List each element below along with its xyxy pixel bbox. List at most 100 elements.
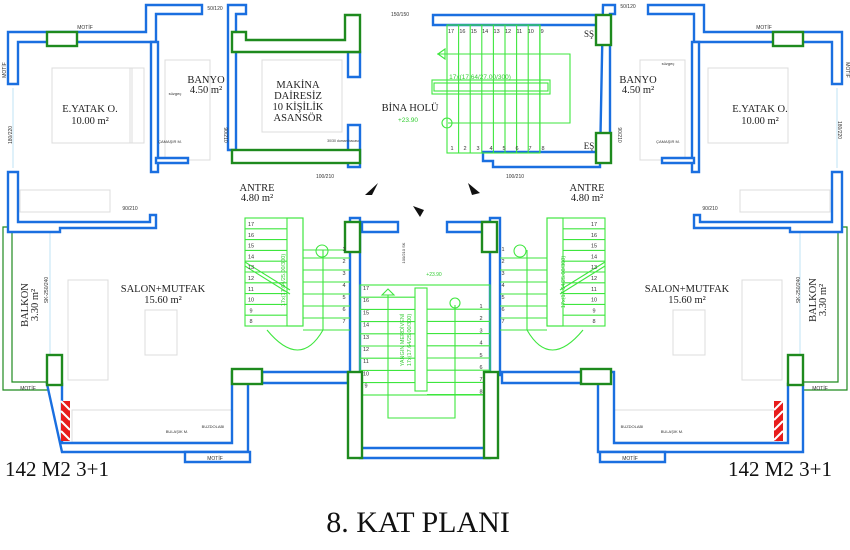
- door-label: 90/210: [222, 127, 228, 143]
- stair-step-number: 2: [463, 146, 466, 152]
- dishwasher-label: BULAŞIK M.: [166, 429, 188, 434]
- laundry-label: ÇAMAŞIR M.: [656, 139, 680, 144]
- balcony-right-area: 3.30 m²: [818, 284, 829, 316]
- unit-size-right: 142 M2 3+1: [728, 457, 832, 481]
- fire-stair-title: YANGIN MERDİVENİ: [399, 313, 406, 366]
- door-label: 90/210: [616, 127, 622, 143]
- elevator-label-4: ASANSÖR: [273, 112, 322, 124]
- stair-step-number: 9: [249, 308, 252, 314]
- sliding-door-label: SK-250/240: [796, 277, 802, 304]
- door-label: 150/150: [391, 12, 409, 18]
- entry-left-area: 4.80 m²: [241, 193, 273, 204]
- fire-hatch-right: [773, 400, 784, 441]
- bath-left-name: BANYO: [187, 75, 225, 86]
- elevator-label-3: 10 KİŞİLİK: [272, 101, 323, 113]
- stair-step-number: 7: [342, 319, 345, 325]
- stair-step-number: 3: [501, 271, 504, 277]
- stair-step-number: 5: [342, 295, 345, 301]
- motif-label: MOTİF: [622, 455, 638, 462]
- living-right-area: 15.60 m²: [668, 295, 706, 306]
- stair-step-number: 11: [517, 29, 523, 35]
- stair-step-number: 15: [471, 29, 477, 35]
- stair-step-number: 8: [541, 146, 544, 152]
- stair-step-number: 2: [501, 259, 504, 265]
- plan-title: 8. KAT PLANI: [326, 506, 510, 539]
- bedroom-left-area: 10.00 m²: [71, 116, 109, 127]
- stair-step-number: 17: [591, 222, 597, 228]
- main-stair-spec: 17x(17.64/27.00/300): [449, 74, 511, 81]
- unit-stair-right: [500, 217, 606, 351]
- bath-left-area: 4.50 m²: [190, 85, 222, 96]
- stair-step-number: 3: [479, 328, 482, 334]
- building-hall-level: +23.90: [398, 117, 418, 124]
- main-stair: [431, 24, 571, 154]
- stair-step-number: 7: [479, 377, 482, 383]
- bedroom-right-name: E.YATAK O.: [732, 104, 787, 115]
- elevator-label-2: DAİRESİZ: [274, 90, 322, 102]
- window-label: 50/120: [620, 4, 636, 10]
- stair-step-number: 8: [249, 319, 252, 325]
- stair-step-number: 16: [591, 233, 597, 239]
- stair-step-number: 6: [501, 307, 504, 313]
- shaft-ss-label: SŞ: [584, 29, 594, 39]
- stair-step-number: 13: [248, 265, 254, 271]
- stair-step-number: 9: [364, 384, 367, 390]
- stair-step-number: 14: [482, 29, 488, 35]
- stair-step-number: 6: [515, 146, 518, 152]
- bath-right-area: 4.50 m²: [622, 85, 654, 96]
- entry-right-name: ANTRE: [570, 183, 605, 194]
- door-label: 90/210: [702, 206, 718, 212]
- room-labels: E.YATAK O. 10.00 m² E.YATAK O. 10.00 m² …: [20, 75, 829, 327]
- stair-step-number: 10: [591, 298, 597, 304]
- fire-stair: [359, 284, 491, 419]
- unit-size-left: 142 M2 3+1: [5, 457, 109, 481]
- stair-step-number: 7: [528, 146, 531, 152]
- stair-step-number: 5: [479, 353, 482, 359]
- shaft-es-label: EŞ: [584, 141, 595, 151]
- motif-label: MOTİF: [756, 24, 772, 31]
- door-label: 100/210: [316, 174, 334, 180]
- stair-step-number: 14: [248, 254, 254, 260]
- entry-left-name: ANTRE: [240, 183, 275, 194]
- stair-step-number: 12: [505, 29, 511, 35]
- laundry-label: ÇAMAŞIR M.: [158, 139, 182, 144]
- bath-right-name: BANYO: [619, 75, 657, 86]
- unit-stair-left: [244, 217, 350, 351]
- stair-step-number: 6: [342, 307, 345, 313]
- living-left-name: SALON+MUTFAK: [121, 284, 206, 295]
- direction-arrows: [365, 183, 480, 217]
- stair-step-number: 1: [342, 247, 345, 253]
- motif-label: MOTİF: [1, 62, 8, 78]
- stair-step-number: 16: [363, 298, 369, 304]
- balcony-railings: [2, 226, 848, 391]
- stair-step-number: 1: [501, 247, 504, 253]
- drain-label: süzgeç: [662, 61, 675, 66]
- annotations: 50/120 50/120 MOTİF MOTİF MOTİF MOTİF 18…: [1, 4, 850, 462]
- stair-step-number: 3: [476, 146, 479, 152]
- walls: [6, 3, 844, 464]
- stair-step-number: 13: [363, 335, 369, 341]
- stair-step-number: 14: [363, 323, 369, 329]
- stair-step-number: 14: [591, 254, 597, 260]
- columns: [45, 13, 805, 460]
- stair-step-number: 5: [501, 295, 504, 301]
- building-hall-name: BİNA HOLÜ: [382, 102, 439, 114]
- living-left-area: 15.60 m²: [144, 295, 182, 306]
- stair-step-number: 15: [248, 244, 254, 250]
- stair-step-number: 2: [479, 316, 482, 322]
- stair-step-number: 11: [591, 287, 597, 293]
- sliding-door-label: SK-250/240: [44, 277, 50, 304]
- window-label: 180/220: [836, 121, 842, 139]
- elevator-label-1: MAKİNA: [276, 79, 320, 91]
- bedroom-left-name: E.YATAK O.: [62, 104, 117, 115]
- window-label: 50/120: [207, 6, 223, 12]
- stair-step-number: 17: [448, 29, 454, 35]
- stair-step-number: 8: [479, 389, 482, 395]
- stair-step-number: 12: [591, 276, 597, 282]
- fire-stair-level: +23.90: [426, 272, 442, 278]
- stair-step-number: 7: [501, 319, 504, 325]
- stair-step-number: 6: [479, 365, 482, 371]
- stair-step-number: 4: [489, 146, 492, 152]
- smoke-shaft-label: 30/30 duman bacası: [327, 139, 359, 143]
